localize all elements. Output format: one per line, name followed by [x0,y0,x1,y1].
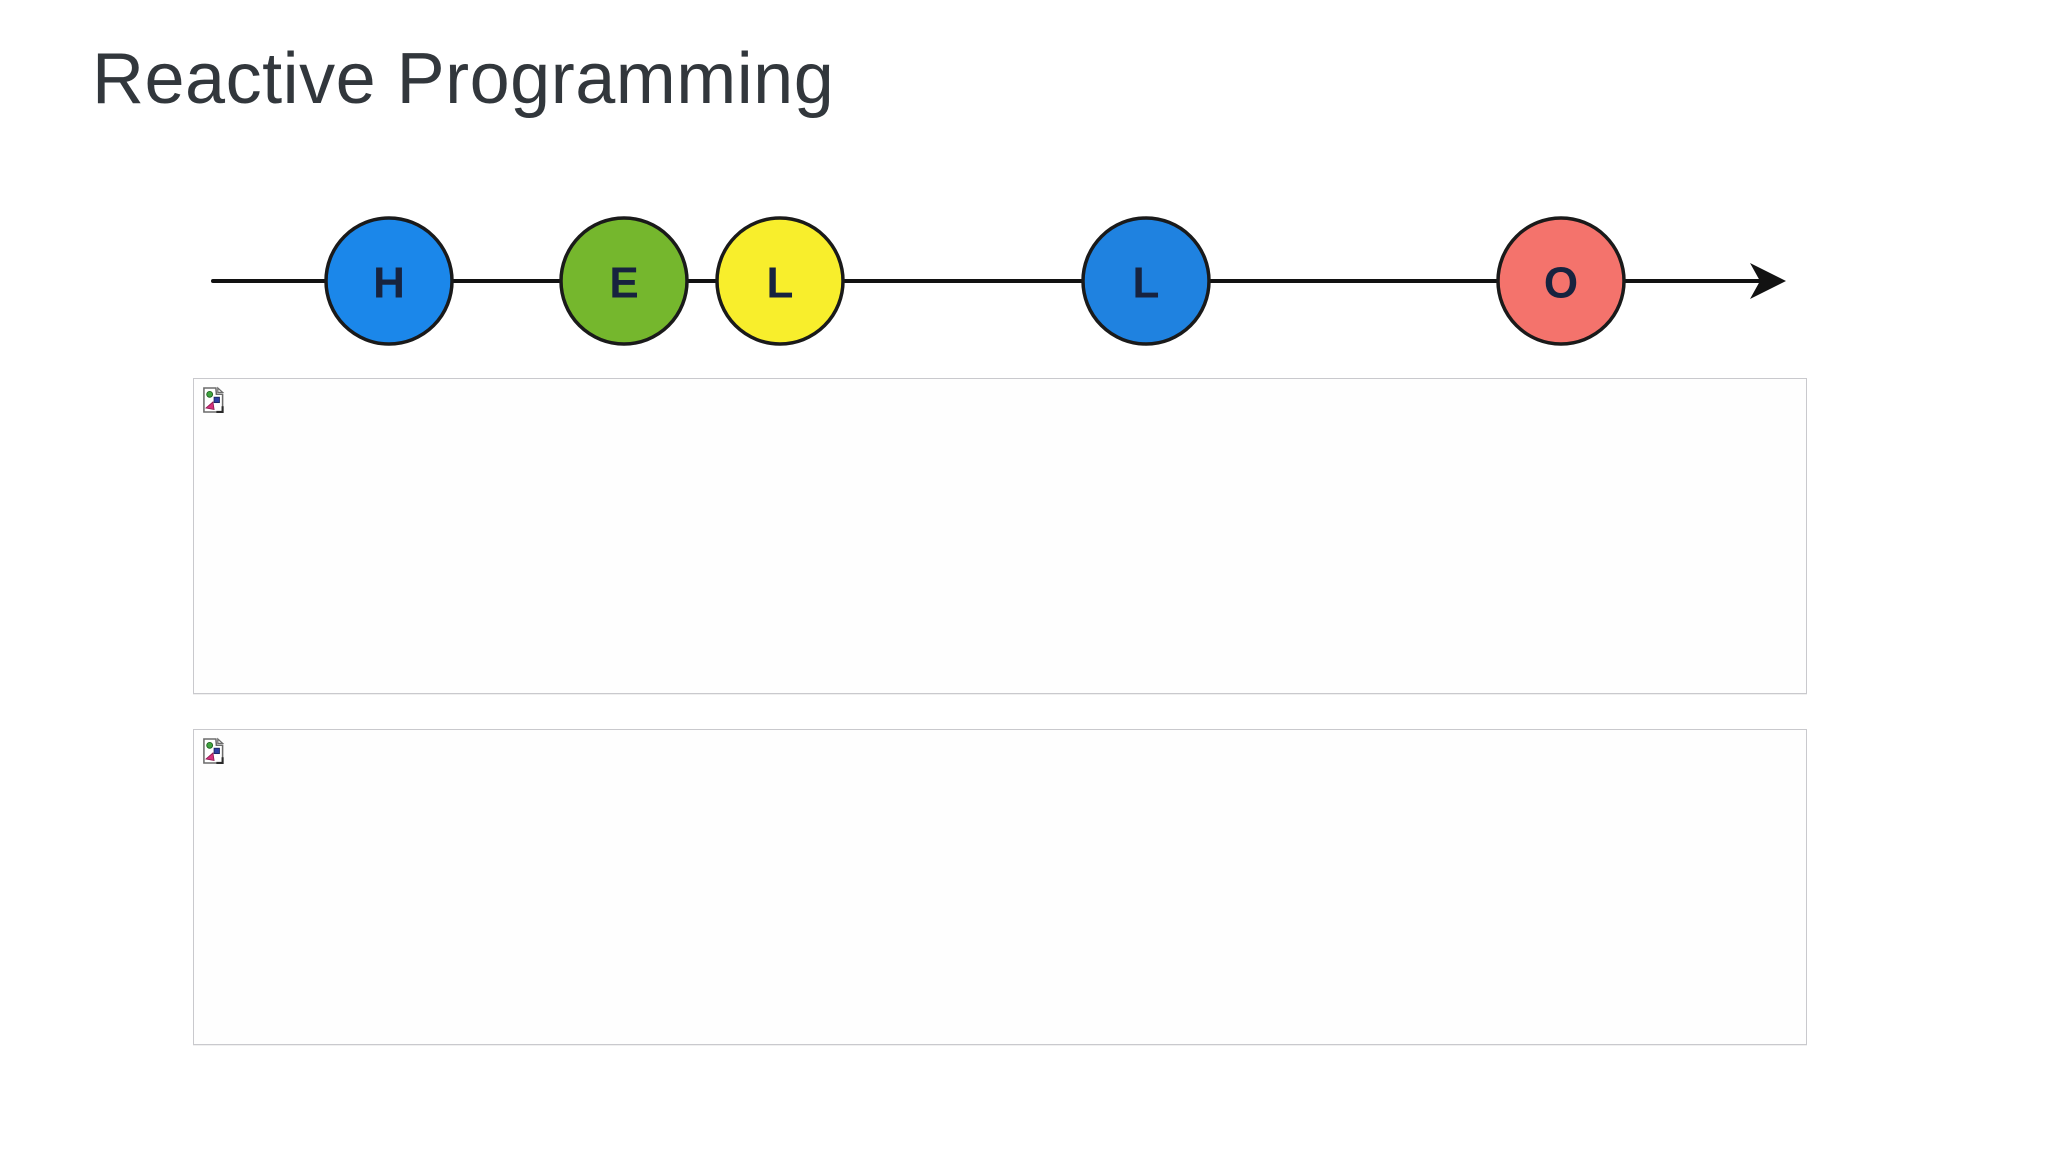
broken-image-icon [203,737,225,765]
broken-image-icon [203,386,225,414]
marble-1 [324,216,454,346]
marble-2 [559,216,689,346]
image-placeholder-1 [193,378,1807,694]
marble-label-5: O [1544,258,1578,307]
marble-4 [1081,216,1211,346]
marble-label-3: L [767,258,794,307]
marble-label-4: L [1133,258,1160,307]
marble-label-1: H [373,258,405,307]
marble-3 [715,216,845,346]
arrowhead-icon [1750,263,1786,299]
marble-5 [1496,216,1626,346]
page-title: Reactive Programming [92,39,835,119]
image-placeholder-2 [193,729,1807,1045]
marble-label-2: E [609,258,638,307]
